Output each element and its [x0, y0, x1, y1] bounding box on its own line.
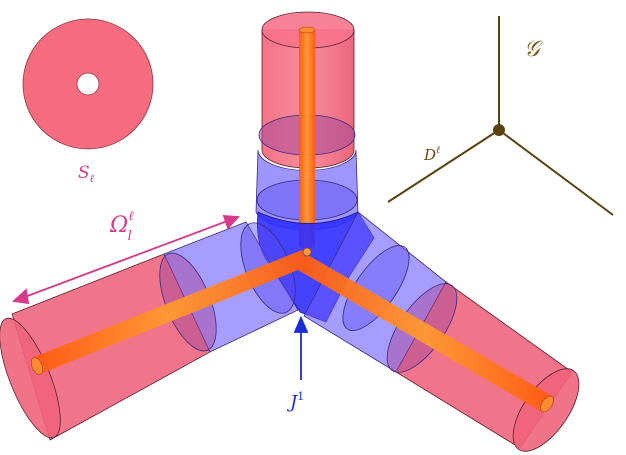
section-label: Sℓ	[78, 163, 95, 185]
metric-graph	[387, 16, 614, 216]
graph-label: 𝒢	[524, 37, 543, 62]
cross-section-disk	[22, 18, 154, 150]
graph-vertex	[493, 124, 505, 136]
graph-edge-left	[387, 129, 500, 203]
double-arrow-icon	[11, 215, 240, 305]
junction-label: J1	[286, 390, 304, 413]
tubular-network	[0, 11, 580, 452]
edge-label: Dℓ	[423, 145, 440, 164]
arrow-up-icon	[293, 315, 309, 380]
top-arm	[255, 11, 359, 248]
graph-edge-right	[498, 129, 614, 216]
left-arm	[0, 221, 308, 441]
right-arm	[298, 211, 580, 452]
junction-node	[302, 247, 312, 257]
